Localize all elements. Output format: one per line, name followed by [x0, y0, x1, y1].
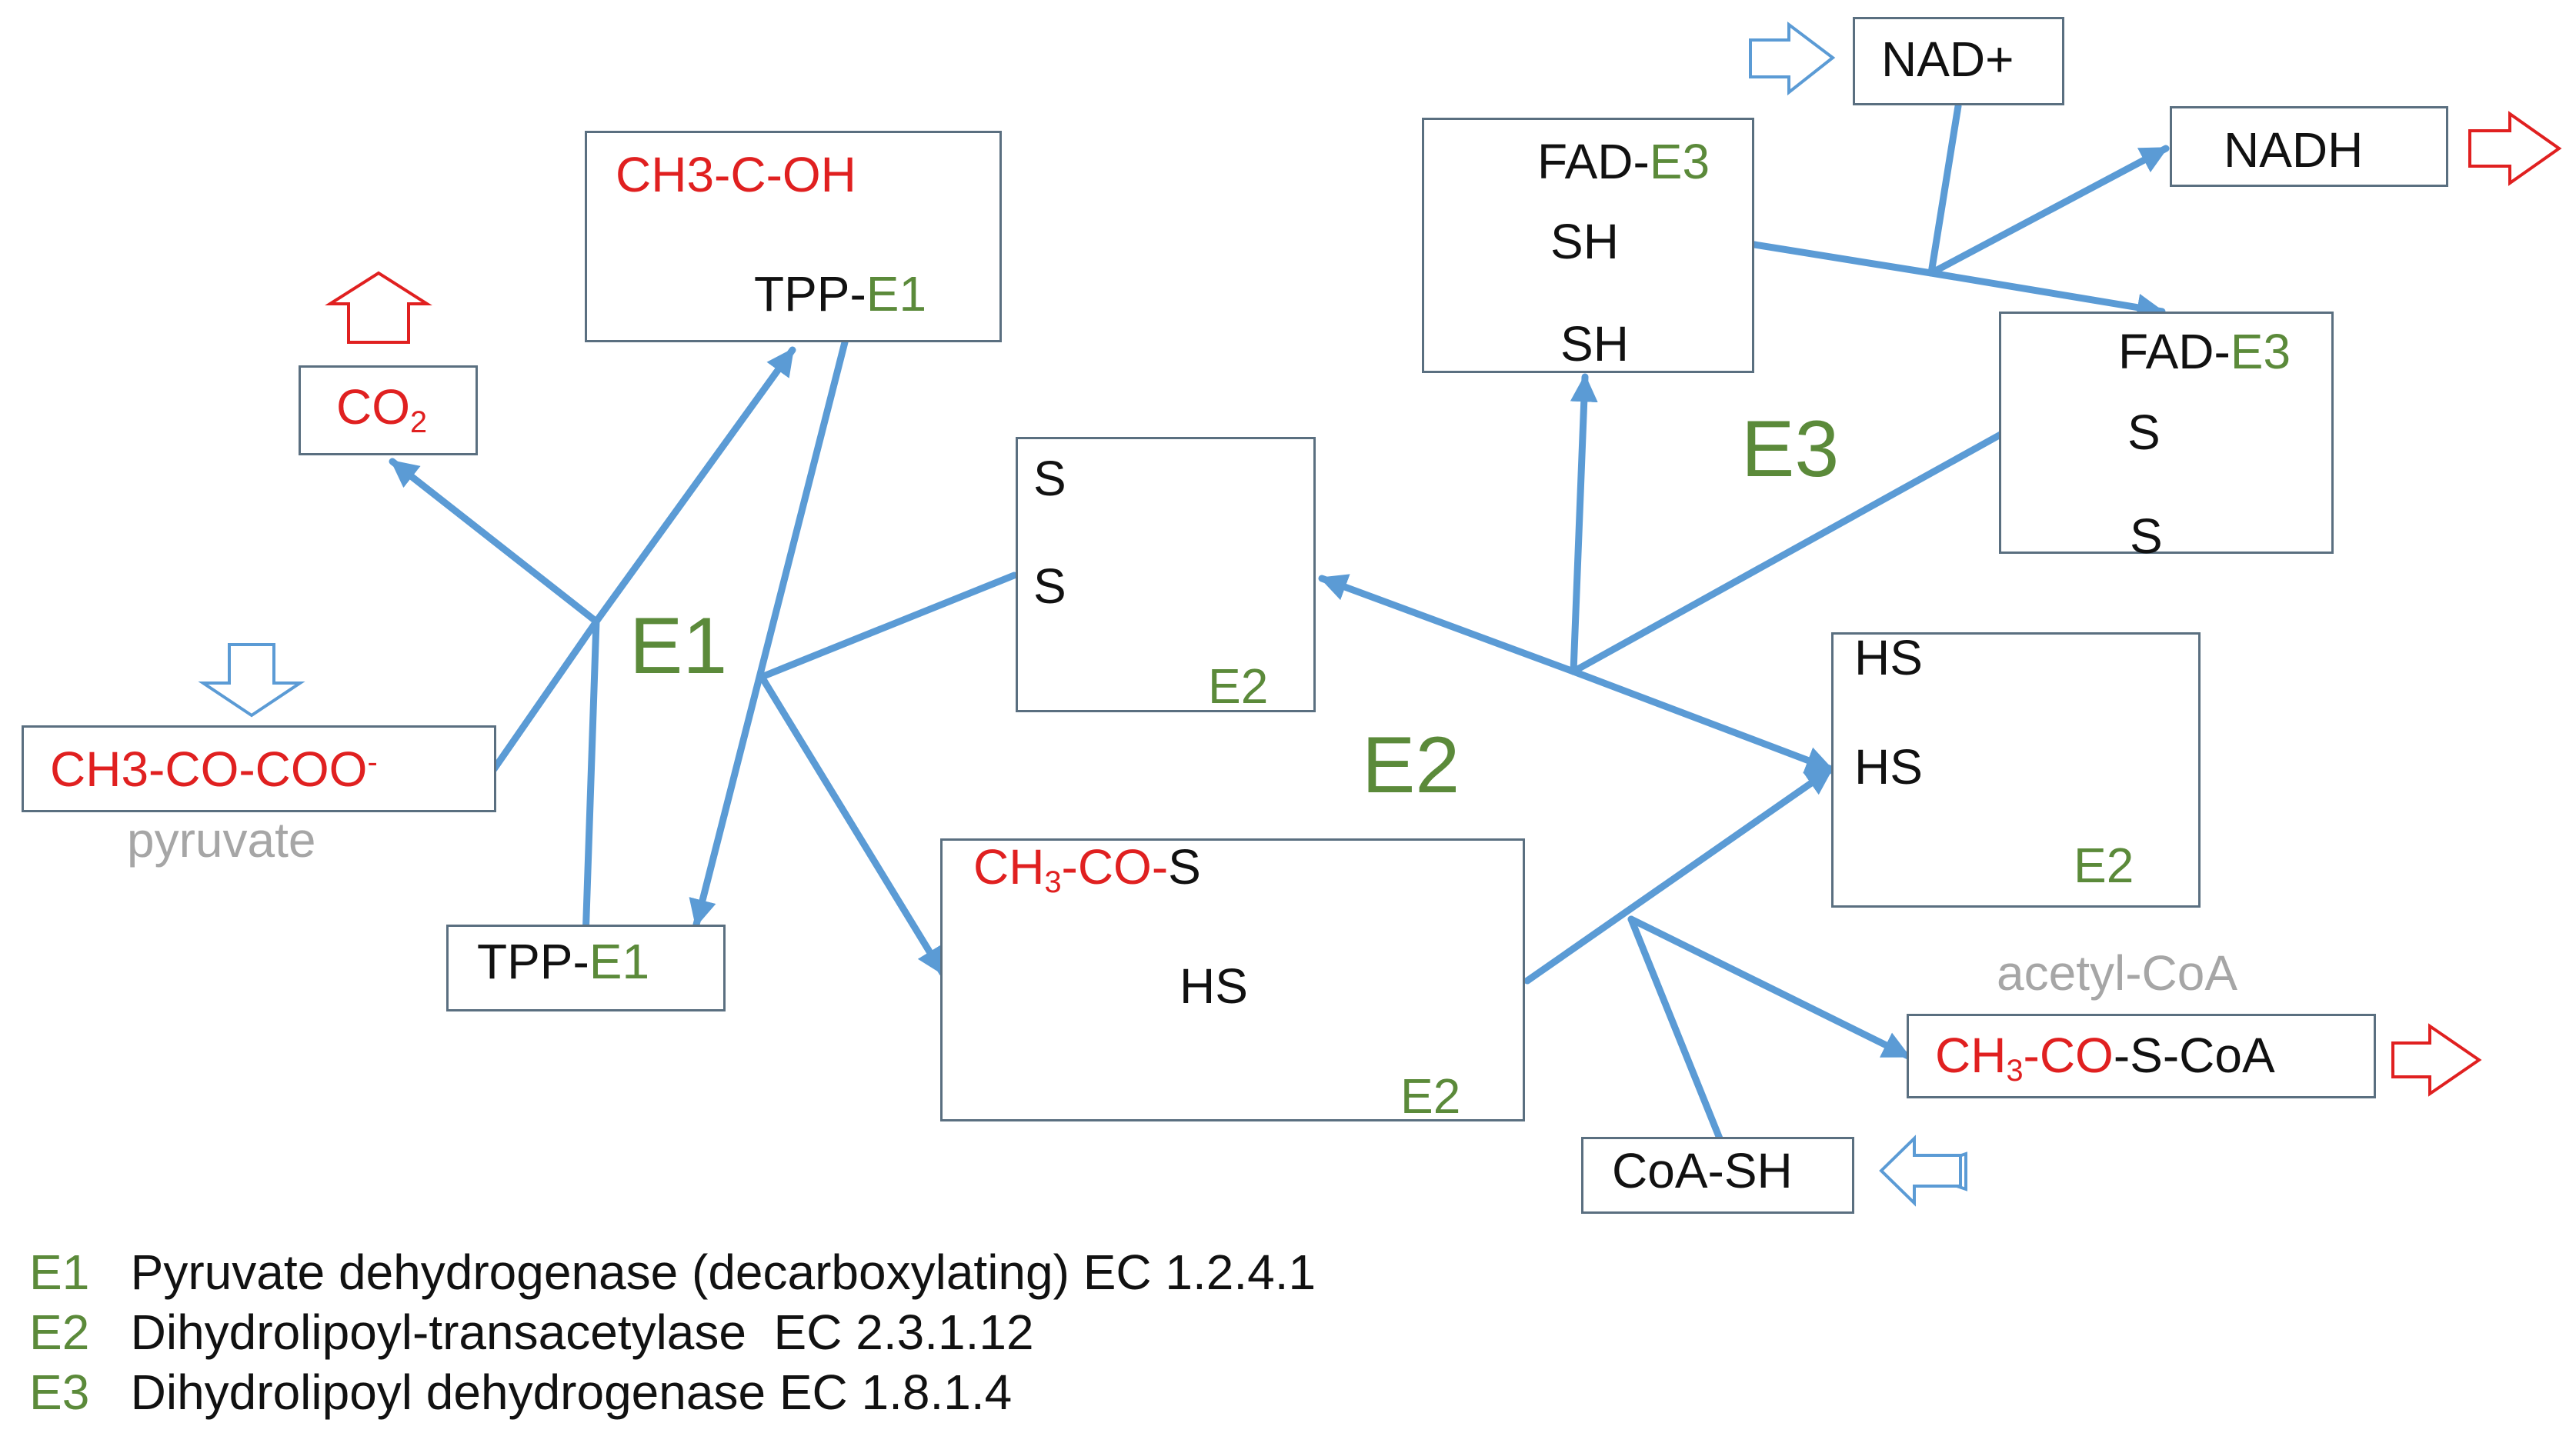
- co2-formula: CO2: [336, 379, 428, 440]
- reduced-hs2: HS: [1854, 739, 1923, 795]
- e1-label: E1: [629, 602, 728, 691]
- fad-reduced-label: FAD-E3: [1537, 134, 1710, 189]
- fad-reduced-sh2: SH: [1560, 316, 1629, 372]
- acetyl-lipoamide-formula: CH3-CO-S: [973, 839, 1201, 900]
- fad-oxidized-box: [1999, 312, 2334, 554]
- tpp-e1-label: TPP-E1: [477, 934, 650, 989]
- legend-name: Pyruvate dehydrogenase: [130, 1245, 679, 1300]
- acetyl-lipoamide-box: [940, 838, 1525, 1121]
- acetyl-lipoamide-e2: E2: [1400, 1068, 1461, 1124]
- reduced-hs1: HS: [1854, 630, 1923, 685]
- legend-code: E1: [29, 1245, 90, 1300]
- legend-row-e1: E1 Pyruvate dehydrogenase (decarboxylati…: [29, 1248, 1316, 1297]
- pyruvate-label: pyruvate: [127, 812, 316, 868]
- legend-row-e2: E2 Dihydrolipoyl-transacetylase EC 2.3.1…: [29, 1308, 1034, 1357]
- tpp-e1-box: [446, 925, 726, 1011]
- acetyl-coa-formula: CH3-CO-S-CoA: [1935, 1028, 2275, 1088]
- legend-code: E3: [29, 1365, 90, 1420]
- nad-in-arrow: [1749, 21, 1836, 96]
- legend-detail: EC 1.8.1.4: [779, 1365, 1013, 1420]
- e3-label: E3: [1741, 405, 1840, 494]
- coa-label: CoA-SH: [1612, 1143, 1793, 1198]
- lipoamide-e2: E2: [1208, 658, 1269, 714]
- fad-reduced-sh1: SH: [1550, 214, 1619, 269]
- hydroxyethyl-tpp-box: [585, 131, 1002, 342]
- fad-oxidized-label: FAD-E3: [2118, 324, 2291, 379]
- pyruvate-formula: CH3-CO-COO-: [50, 741, 378, 797]
- legend-name: Dihydrolipoyl-transacetylase: [130, 1305, 746, 1360]
- legend-detail: EC 2.3.1.12: [773, 1305, 1034, 1360]
- legend-detail: (decarboxylating) EC 1.2.4.1: [692, 1245, 1316, 1300]
- co2-out-arrow: [325, 271, 432, 344]
- nad-box: [1853, 17, 2064, 105]
- acetyl-coa-out-arrow: [2391, 1023, 2482, 1097]
- nadh-out-arrow: [2468, 111, 2562, 186]
- lipoamide-s2: S: [1033, 558, 1066, 614]
- acetyl-lipoamide-hs: HS: [1180, 958, 1248, 1014]
- nadh-box: [2170, 106, 2448, 187]
- legend-row-e3: E3 Dihydrolipoyl dehydrogenase EC 1.8.1.…: [29, 1368, 1012, 1417]
- nadh-label: NADH: [2224, 122, 2364, 178]
- reduced-e2: E2: [2074, 838, 2134, 893]
- lipoamide-s1: S: [1033, 451, 1066, 506]
- nad-label: NAD+: [1881, 32, 2014, 87]
- pyruvate-in-arrow: [198, 643, 305, 718]
- legend-code: E2: [29, 1305, 90, 1360]
- coa-box: [1581, 1137, 1854, 1214]
- co2-box: [299, 365, 478, 455]
- lipoamide-oxidized-box: [1016, 437, 1316, 712]
- acetyl-coa-box: [1907, 1014, 2376, 1098]
- fad-oxidized-s1: S: [2127, 405, 2161, 460]
- hydroxyethyl-tpp: TPP-E1: [754, 266, 927, 322]
- e2-label: E2: [1362, 721, 1460, 810]
- fad-reduced-box: [1422, 118, 1754, 373]
- pyruvate-box: [22, 725, 496, 812]
- acetyl-coa-name: acetyl-CoA: [1997, 945, 2237, 1001]
- hydroxyethyl-formula: CH3-C-OH: [616, 147, 856, 202]
- legend-name: Dihydrolipoyl dehydrogenase: [130, 1365, 766, 1420]
- lipoamide-reduced-box: [1831, 632, 2201, 908]
- fad-oxidized-s2: S: [2130, 508, 2163, 564]
